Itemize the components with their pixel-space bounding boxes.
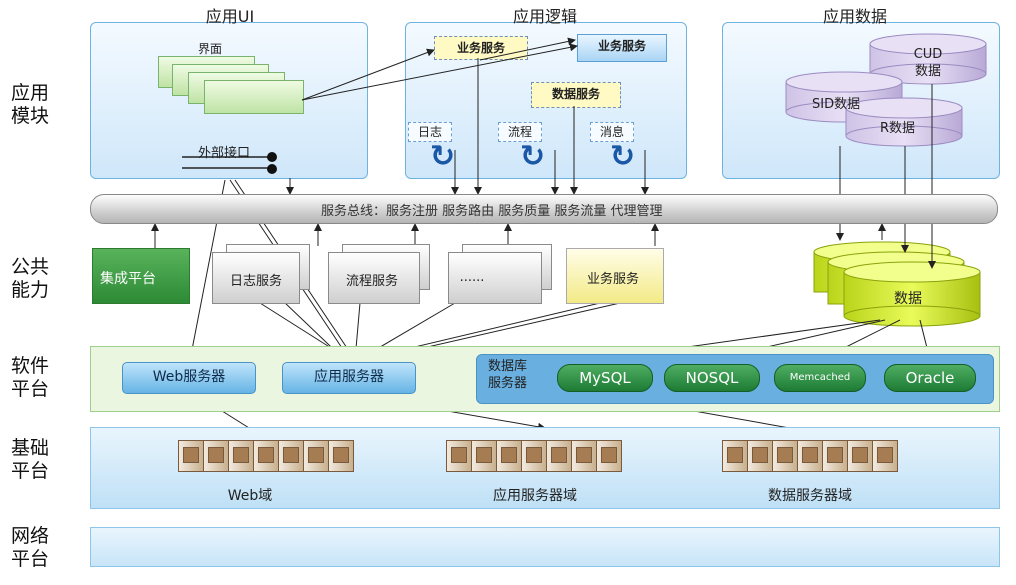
flow-service-label: 流程服务 <box>345 274 398 289</box>
server-icon <box>722 440 748 472</box>
ui-sheet-4 <box>204 80 304 114</box>
nosql-pill: NOSQL <box>664 364 760 392</box>
data-cylinder-label: 数据 <box>894 291 922 307</box>
network-platform-band <box>90 527 1000 567</box>
service-bus-text: 服务总线：服务注册 服务路由 服务质量 服务流量 代理管理 <box>321 204 663 219</box>
r-cylinder <box>845 97 963 147</box>
r-label: R数据 <box>880 121 916 136</box>
server-icon <box>747 440 773 472</box>
integration-platform-doc <box>92 248 190 304</box>
message-tag: 消息 <box>590 122 634 142</box>
data-cylinder-stack <box>813 241 981 327</box>
service-bus: 服务总线：服务注册 服务路由 服务质量 服务流量 代理管理 <box>90 194 998 224</box>
layer-label-base: 基础 平台 <box>10 437 49 482</box>
biz-service-common-doc <box>566 248 664 304</box>
web-domain-label: Web域 <box>227 488 273 504</box>
oracle-pill: Oracle <box>884 364 976 392</box>
server-icon <box>521 440 547 472</box>
server-icon <box>303 440 329 472</box>
layer-label-network: 网络 平台 <box>10 525 49 570</box>
server-icon <box>446 440 472 472</box>
server-icon <box>278 440 304 472</box>
app-server-box: 应用服务器 <box>282 362 416 394</box>
biz-service-doc-1: 业务服务 <box>434 36 528 60</box>
server-icon <box>847 440 873 472</box>
web-server-box: Web服务器 <box>122 362 256 394</box>
server-icon <box>797 440 823 472</box>
web-server-rack <box>178 440 358 476</box>
layer-label-common: 公共 能力 <box>10 256 49 301</box>
server-icon <box>872 440 898 472</box>
memcached-pill: Memcached <box>774 364 866 392</box>
server-icon <box>471 440 497 472</box>
ellipsis-doc <box>448 252 542 304</box>
server-icon <box>571 440 597 472</box>
server-icon <box>596 440 622 472</box>
cud-label: CUD 数据 <box>913 47 943 79</box>
server-icon <box>253 440 279 472</box>
app-server-rack <box>446 440 626 476</box>
sid-label: SID数据 <box>812 97 861 112</box>
cud-cylinder <box>869 33 987 85</box>
data-service-doc: 数据服务 <box>531 82 621 108</box>
log-service-doc <box>212 252 300 304</box>
cycle-icon-log: ↻ <box>430 139 456 174</box>
ellipsis-label: ...... <box>459 270 485 285</box>
db-server-label: 数据库 服务器 <box>488 359 528 391</box>
cycle-icon-message: ↻ <box>610 139 636 174</box>
ui-label: 界面 <box>198 42 223 56</box>
log-service-label: 日志服务 <box>229 274 282 289</box>
app-logic-title: 应用逻辑 <box>512 7 577 26</box>
server-icon <box>228 440 254 472</box>
server-icon <box>772 440 798 472</box>
server-icon <box>203 440 229 472</box>
layer-label-software: 软件 平台 <box>10 355 49 400</box>
cycle-icon-flow: ↻ <box>520 139 546 174</box>
data-server-rack <box>722 440 902 476</box>
server-icon <box>496 440 522 472</box>
biz-service-doc-2: 业务服务 <box>577 34 667 62</box>
server-icon <box>822 440 848 472</box>
server-icon <box>328 440 354 472</box>
app-ui-title: 应用UI <box>205 7 255 26</box>
biz-service-common-label: 业务服务 <box>586 272 639 287</box>
integration-platform-label: 集成平台 <box>100 271 156 287</box>
flow-tag: 流程 <box>498 122 542 142</box>
app-data-title: 应用数据 <box>822 7 887 26</box>
server-icon <box>546 440 572 472</box>
mysql-pill: MySQL <box>557 364 653 392</box>
flow-service-doc <box>328 252 420 304</box>
data-domain-label: 数据服务器域 <box>768 488 852 504</box>
server-icon <box>178 440 204 472</box>
layer-label-app: 应用 模块 <box>10 82 49 127</box>
app-domain-label: 应用服务器域 <box>493 488 577 504</box>
log-tag: 日志 <box>408 122 452 142</box>
